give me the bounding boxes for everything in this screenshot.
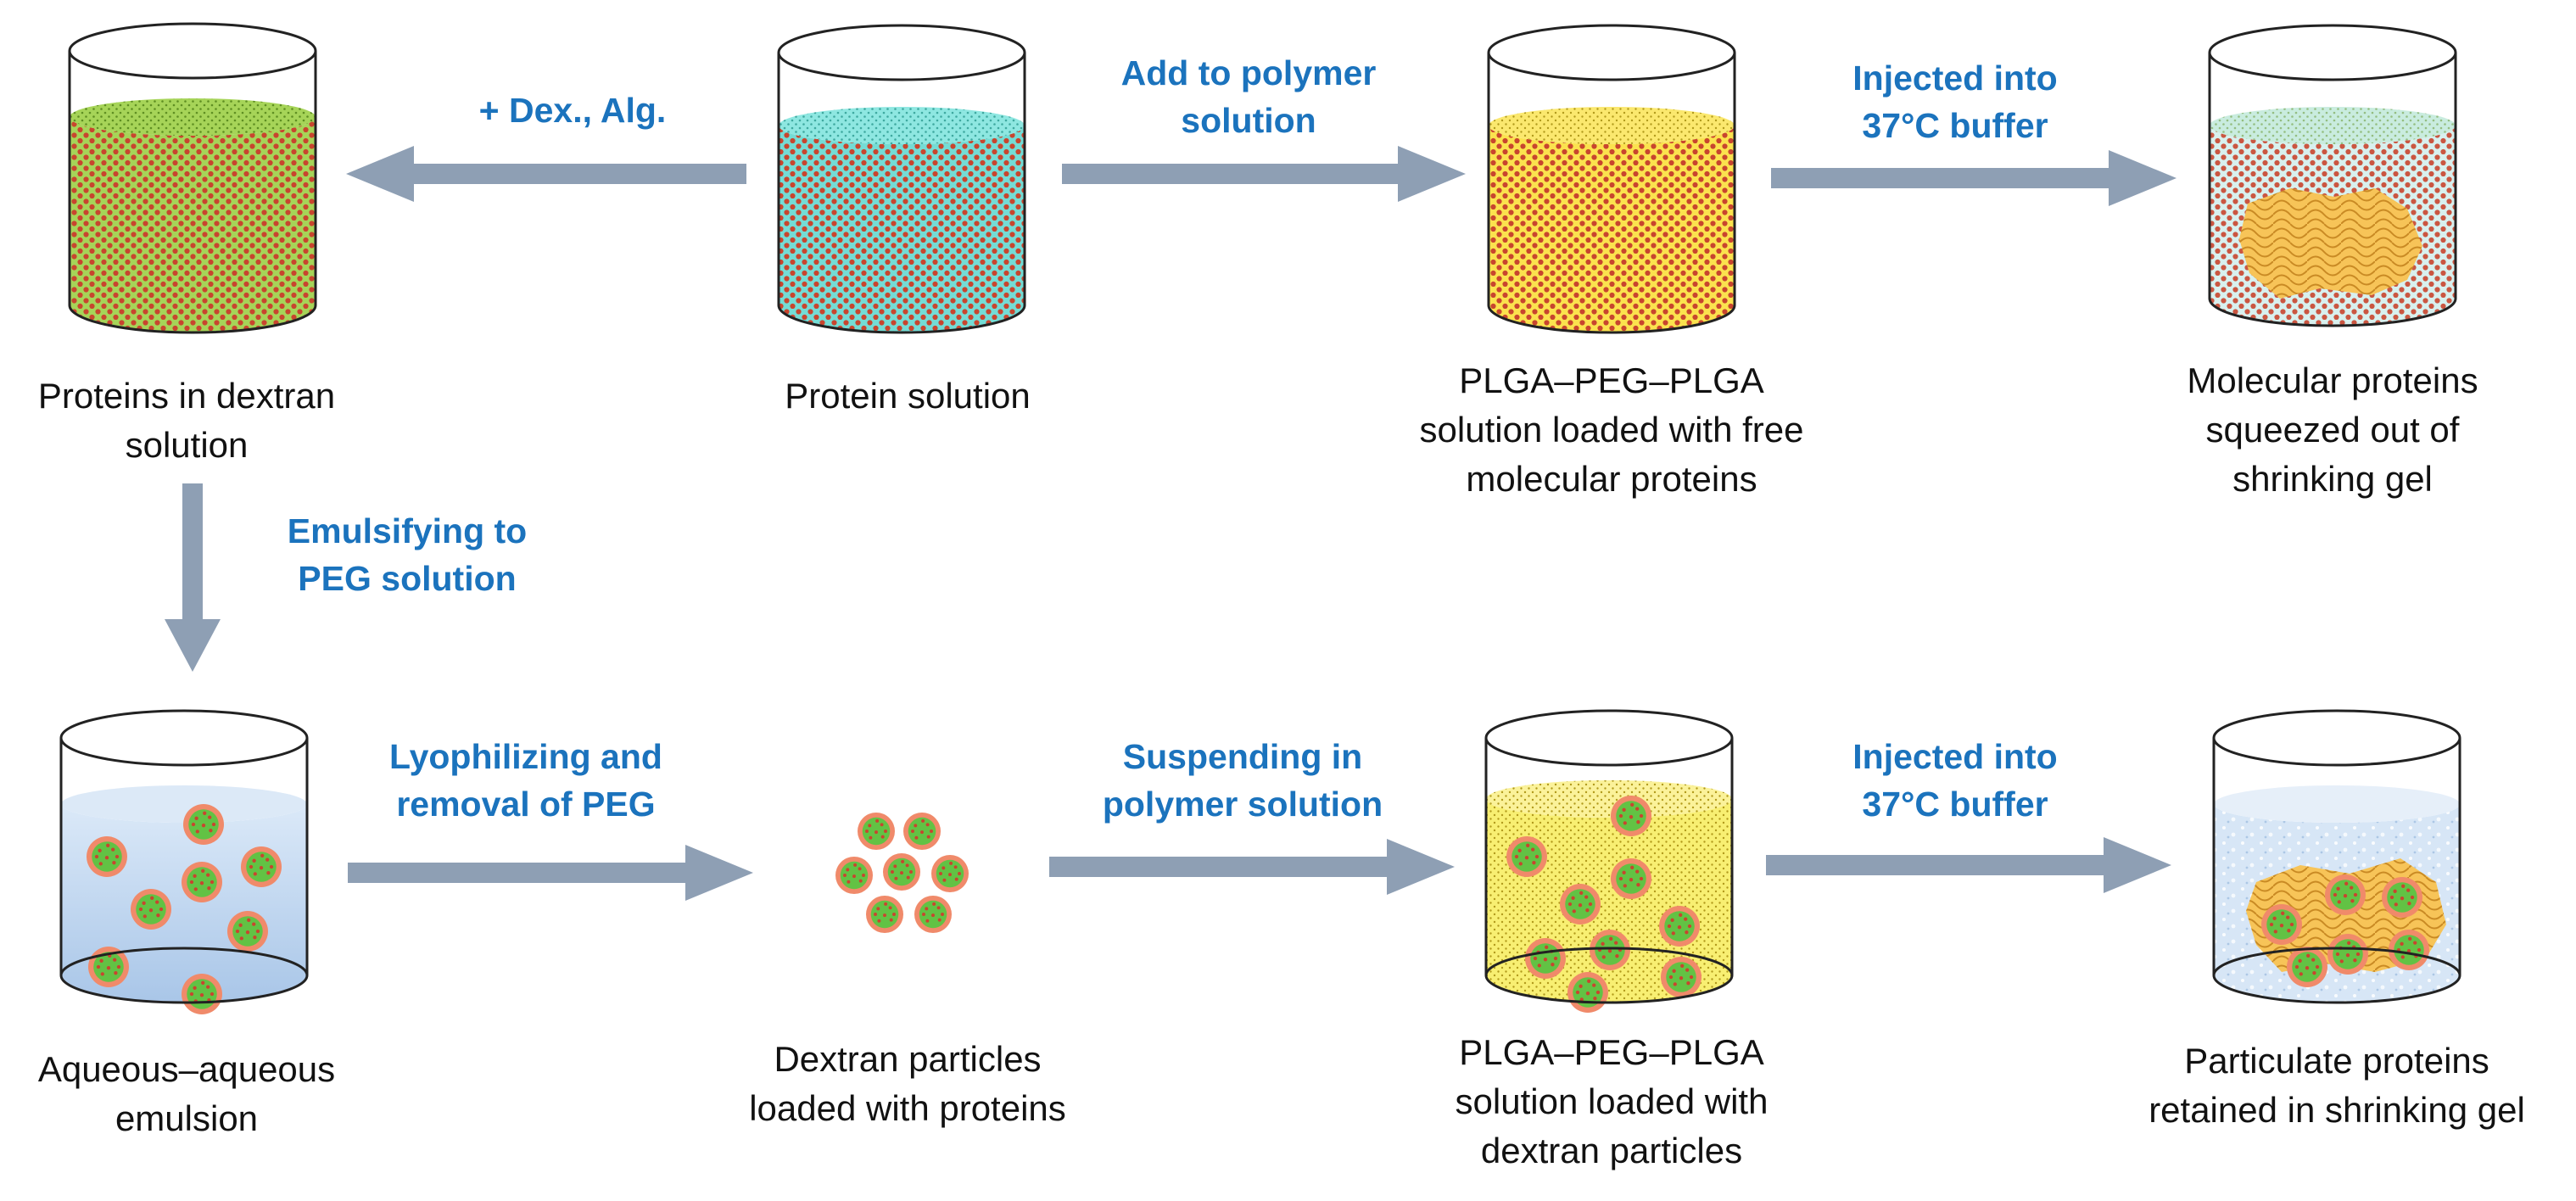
caption-dextran-solution: Proteins in dextran solution	[0, 371, 373, 470]
caption-line: shrinking gel	[2232, 459, 2433, 499]
step-label-inject-top: Injected into 37°C buffer	[1790, 54, 2121, 149]
caption-line: PLGA–PEG–PLGA	[1459, 360, 1764, 400]
caption-emulsion: Aqueous–aqueous emulsion	[0, 1045, 373, 1143]
caption-plga-free: PLGA–PEG–PLGA solution loaded with free …	[1391, 356, 1832, 504]
step-line: Injected into	[1852, 737, 2058, 776]
beaker-gel-molecular	[2208, 24, 2457, 327]
caption-line: solution	[125, 425, 249, 465]
dextran-particle	[1525, 938, 1566, 979]
dextran-particle	[1661, 957, 1702, 997]
dextran-particle	[883, 853, 920, 891]
step-line: Emulsifying to	[287, 511, 528, 550]
dextran-particle	[914, 896, 952, 933]
step-label-add-to-polymer: Add to polymer solution	[1079, 49, 1418, 144]
step-line: Add to polymer	[1120, 53, 1377, 92]
plga-suspended-particles	[1506, 796, 1702, 1013]
dextran-particle	[835, 857, 873, 894]
step-label-add-dex-alg: + Dex., Alg.	[407, 87, 738, 134]
step-line: Lyophilizing and	[389, 737, 662, 776]
dextran-particle	[87, 836, 127, 877]
step-line: solution	[1181, 101, 1316, 140]
caption-gel-particulate: Particulate proteins retained in shrinki…	[2112, 1036, 2562, 1135]
caption-line: Particulate proteins	[2184, 1041, 2489, 1081]
dextran-particle	[2261, 904, 2302, 945]
caption-line: Aqueous–aqueous	[37, 1049, 336, 1089]
step-line: 37°C buffer	[1862, 785, 2048, 824]
caption-line: Protein solution	[785, 376, 1031, 416]
step-line: removal of PEG	[396, 785, 656, 824]
dextran-particle	[2382, 877, 2422, 918]
caption-dextran-particles: Dextran particles loaded with proteins	[696, 1035, 1120, 1133]
dextran-particle	[2327, 934, 2368, 975]
dextran-particle	[1611, 796, 1651, 836]
beaker-emulsion	[59, 709, 309, 1014]
arrow-add-dex-alg	[346, 146, 746, 202]
dextran-particle	[241, 846, 282, 887]
dextran-particle	[182, 974, 222, 1014]
arrow-lyophilize	[348, 845, 753, 901]
caption-line: Proteins in dextran	[37, 376, 336, 416]
gel-retained-particles	[2261, 874, 2429, 987]
caption-gel-molecular: Molecular proteins squeezed out of shrin…	[2137, 356, 2528, 504]
step-line: Suspending in	[1122, 737, 1363, 776]
beaker-dextran-solution	[68, 22, 317, 334]
step-line: Injected into	[1852, 59, 2058, 98]
dextran-particle	[858, 813, 895, 850]
dextran-particle	[1560, 884, 1601, 924]
dextran-particle	[1567, 972, 1608, 1013]
arrow-emulsify	[165, 483, 221, 672]
dextran-particle	[227, 911, 268, 952]
step-line: 37°C buffer	[1862, 106, 2048, 145]
arrow-suspend	[1049, 839, 1455, 895]
beaker-plga-free-proteins	[1487, 24, 1736, 334]
caption-line: emulsion	[115, 1098, 259, 1138]
beaker-gel-particulate	[2212, 709, 2461, 1004]
caption-line: loaded with proteins	[749, 1088, 1066, 1128]
dextran-particle	[2389, 930, 2429, 970]
emulsion-particles	[87, 804, 282, 1014]
step-line: polymer solution	[1102, 785, 1383, 824]
step-line: PEG solution	[298, 559, 517, 598]
dextran-particle-cluster	[835, 813, 969, 933]
dextran-particle	[1506, 836, 1547, 877]
dextran-particle	[931, 855, 969, 892]
arrow-inject-top	[1771, 150, 2176, 206]
dextran-particle	[866, 896, 903, 933]
beaker-protein-solution	[777, 24, 1026, 334]
caption-line: Dextran particles	[774, 1039, 1042, 1079]
step-line: + Dex., Alg.	[478, 91, 667, 130]
beaker-plga-particles	[1484, 709, 1734, 1013]
dextran-particle	[183, 804, 224, 845]
step-label-lyophilize: Lyophilizing and removal of PEG	[356, 733, 696, 828]
dextran-particle	[1611, 858, 1651, 899]
step-label-emulsify: Emulsifying to PEG solution	[229, 507, 585, 602]
dextran-particle	[2287, 947, 2327, 987]
caption-line: Molecular proteins	[2187, 360, 2478, 400]
caption-line: squeezed out of	[2205, 410, 2460, 450]
caption-plga-particles: PLGA–PEG–PLGA solution loaded with dextr…	[1391, 1028, 1832, 1176]
step-label-inject-bottom: Injected into 37°C buffer	[1790, 733, 2121, 828]
arrow-inject-bottom	[1766, 837, 2171, 893]
dextran-particle	[903, 813, 941, 850]
dextran-particle	[2325, 874, 2366, 915]
caption-line: retained in shrinking gel	[2149, 1090, 2525, 1130]
caption-line: solution loaded with	[1455, 1081, 1769, 1121]
arrow-add-to-polymer	[1062, 146, 1466, 202]
dextran-particle	[182, 862, 222, 902]
caption-line: solution loaded with free	[1419, 410, 1804, 450]
caption-line: PLGA–PEG–PLGA	[1459, 1032, 1764, 1072]
dextran-particle	[1659, 906, 1700, 947]
caption-protein-solution: Protein solution	[721, 371, 1094, 421]
step-label-suspend: Suspending in polymer solution	[1064, 733, 1421, 828]
dextran-particle	[1590, 930, 1630, 970]
caption-line: dextran particles	[1480, 1131, 1743, 1170]
dextran-particle	[131, 889, 171, 930]
caption-line: molecular proteins	[1466, 459, 1757, 499]
